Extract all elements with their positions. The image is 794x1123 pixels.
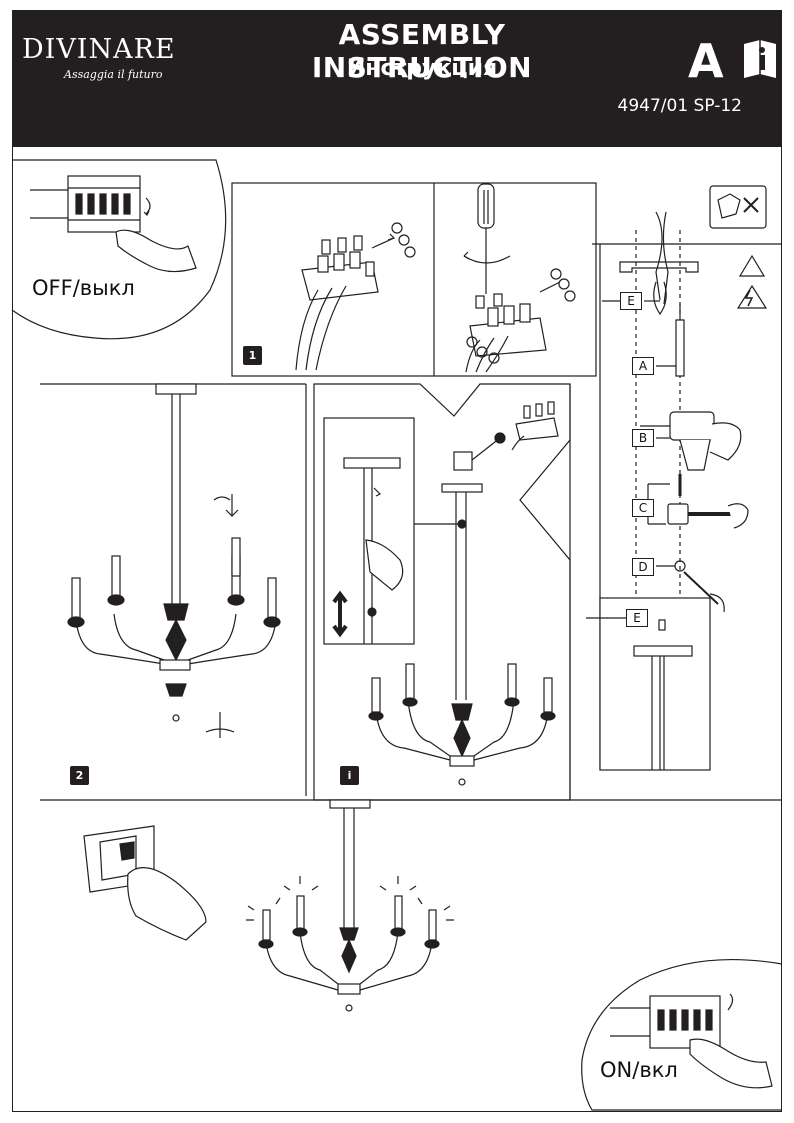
- screwdriver-icon: [463, 183, 511, 294]
- part-label-e-top: E: [620, 292, 642, 310]
- breaker-panel-off: [30, 175, 151, 233]
- chandelier-lit: [246, 799, 454, 1012]
- terminal-block-3: [511, 401, 559, 451]
- chandelier-info: [367, 432, 556, 786]
- on-label: ON/вкл: [600, 1058, 678, 1082]
- part-label-a: A: [632, 357, 654, 375]
- off-label: OFF/выкл: [32, 276, 135, 300]
- canopy-detail-panel: [599, 597, 711, 771]
- hand-icon: [115, 229, 197, 273]
- step-badge-2: 2: [70, 766, 89, 785]
- page-subtitle: Инструкция: [346, 56, 498, 81]
- pliers-icon: [653, 211, 669, 316]
- part-label-e-bottom: E: [626, 609, 648, 627]
- header-bar: DIVINARE Assaggia il futuro ASSEMBLY INS…: [12, 10, 782, 146]
- light-switch-icon: [83, 825, 207, 941]
- step1-panel: [231, 182, 597, 377]
- terminal-block-1: [295, 222, 416, 371]
- step-badge-info: i: [340, 766, 359, 785]
- anchor-icon: [675, 304, 685, 377]
- hammer-icon: [667, 474, 749, 529]
- warning-icon: [738, 254, 766, 277]
- section-letter: A: [688, 34, 724, 88]
- off-panel-border: [11, 159, 227, 340]
- page-title: ASSEMBLY INSTRUCTION: [311, 18, 533, 84]
- info-book-icon: [744, 40, 776, 78]
- breaker-panel-on: [610, 993, 773, 1089]
- info-panel-border: [313, 383, 571, 801]
- screw-icon: [674, 560, 725, 613]
- brand-logo: DIVINARE: [22, 34, 176, 65]
- part-label-b: B: [632, 429, 654, 447]
- step-badge-1: 1: [243, 346, 262, 365]
- model-number: 4947/01 SP-12: [617, 96, 742, 116]
- part-label-c: C: [632, 499, 654, 517]
- page-frame: [12, 146, 782, 1112]
- chandelier-step2: [67, 383, 281, 738]
- part-label-d: D: [632, 558, 654, 576]
- drill-icon: [640, 411, 742, 471]
- electric-hazard-icon: [736, 284, 768, 309]
- no-fire-icon: [709, 185, 767, 229]
- on-panel-border: [581, 958, 783, 1111]
- canopy-detail: [633, 619, 693, 770]
- terminal-block-2: [465, 268, 576, 373]
- brand-tagline: Assaggia il futuro: [64, 68, 163, 81]
